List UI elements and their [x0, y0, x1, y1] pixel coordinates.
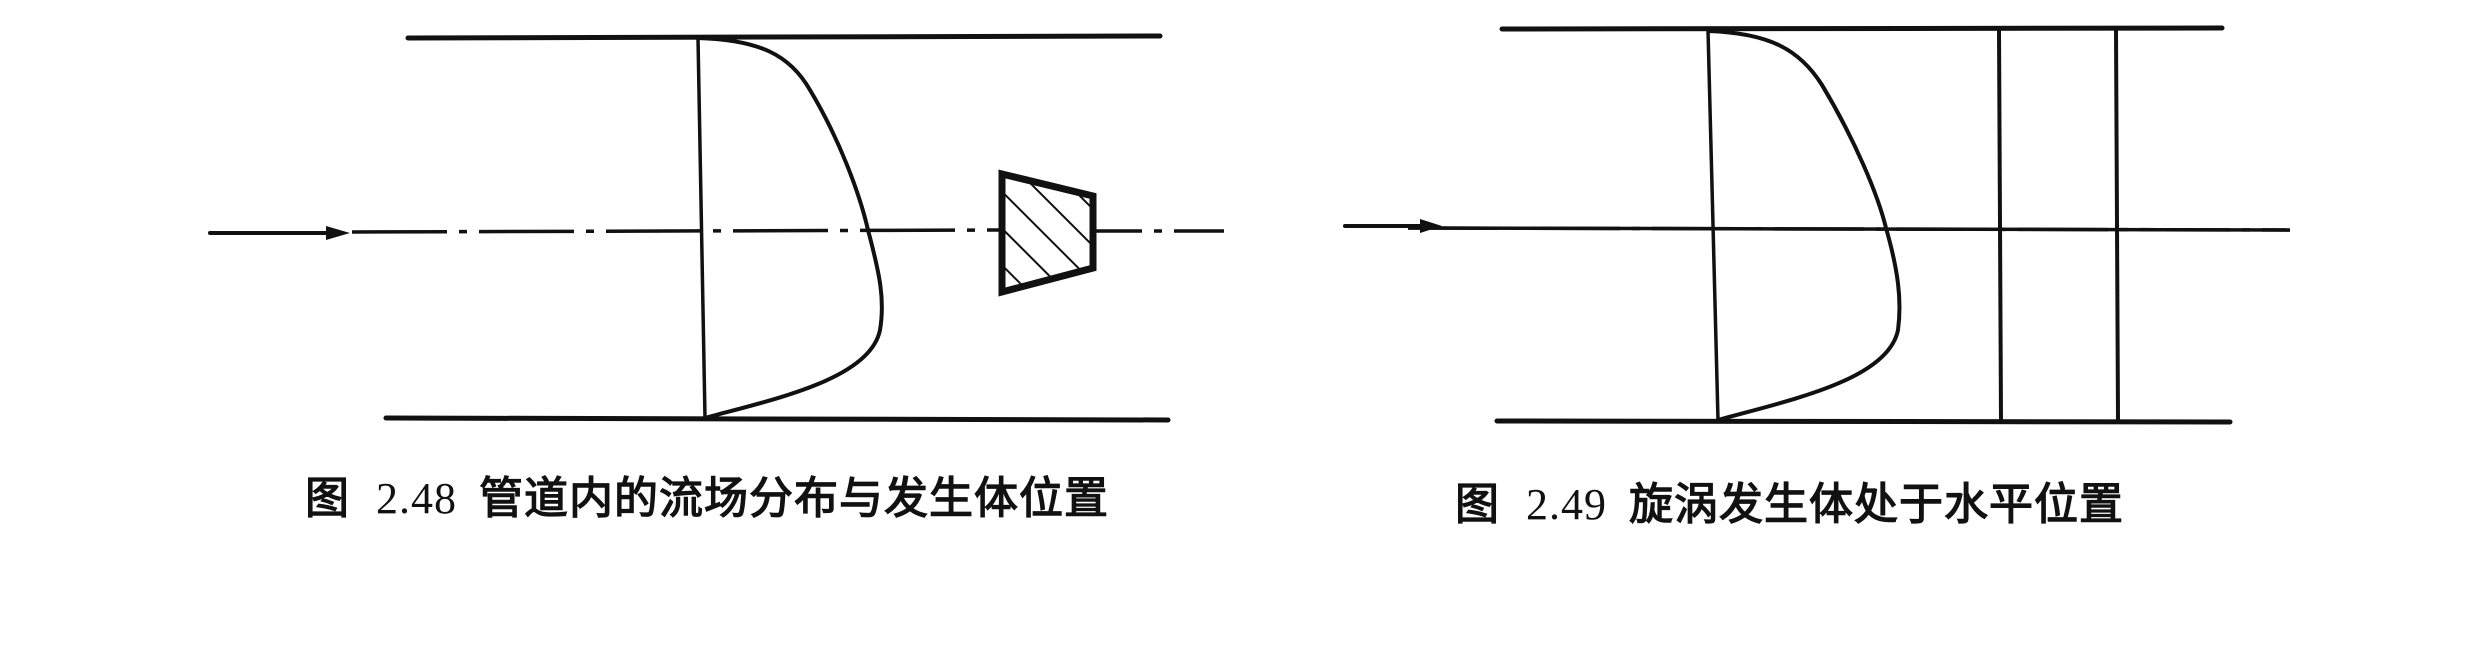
vortex-shedder-body	[998, 169, 1097, 297]
figure-label: 图	[1455, 479, 1500, 530]
figure-label: 图	[305, 473, 350, 524]
flow-arrow-icon	[208, 226, 350, 240]
figure-number: 2.49	[1526, 480, 1607, 529]
centerline	[351, 228, 1003, 234]
centerline-visible	[1407, 226, 2291, 232]
velocity-profile	[697, 36, 884, 420]
pipe-top-wall	[1499, 25, 2225, 32]
figure-caption-2-49: 图 2.49 旋涡发生体处于水平位置	[1455, 468, 2124, 532]
shedder-section-line-1	[1997, 29, 2003, 421]
figure-caption-2-48: 图 2.48 管道内的流场分布与发生体位置	[305, 462, 1109, 526]
figure-number: 2.48	[376, 474, 457, 523]
figure-2-48-drawing	[208, 33, 1230, 423]
shedder-section-line-2	[2114, 29, 2120, 421]
pipe-bottom-wall	[1494, 418, 2233, 425]
pipe-top-wall	[405, 33, 1163, 41]
profile-baseline	[696, 37, 707, 419]
figure-title: 旋涡发生体处于水平位置	[1629, 479, 2124, 530]
figure-title: 管道内的流场分布与发生体位置	[479, 473, 1109, 524]
pipe-bottom-wall	[383, 415, 1171, 423]
profile-baseline	[1706, 29, 1720, 421]
figure-2-49-drawing	[1343, 25, 2291, 425]
velocity-profile	[1707, 29, 1902, 422]
flow-arrow-icon	[1343, 219, 1442, 233]
